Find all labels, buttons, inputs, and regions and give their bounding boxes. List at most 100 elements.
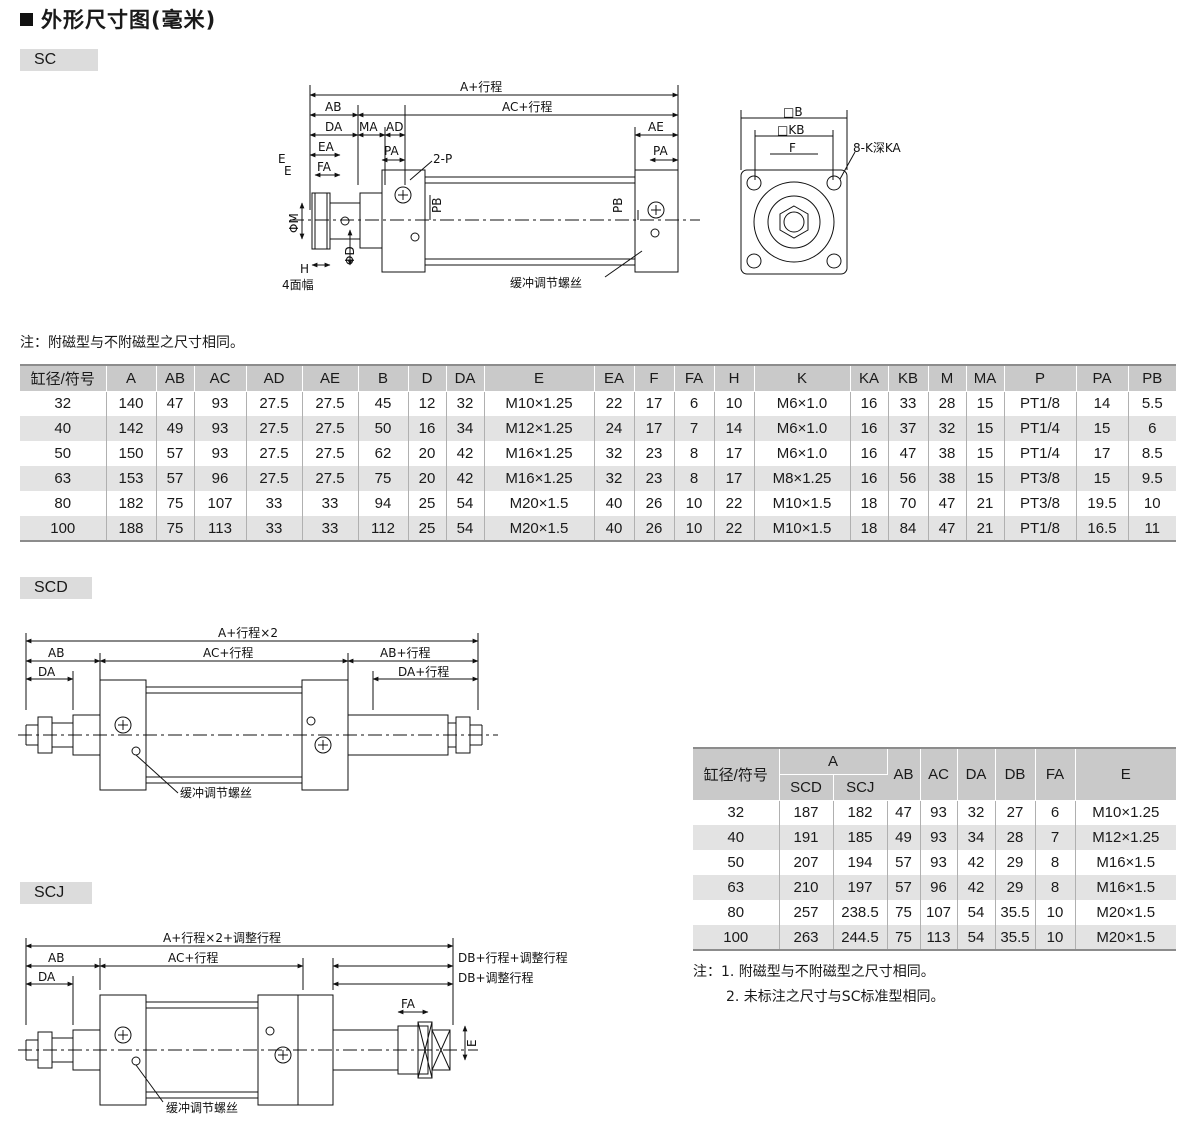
sc-table-cell: 40 <box>20 416 107 441</box>
sc-table-cell: 22 <box>594 391 635 416</box>
sc-table-header-cell: H <box>714 364 755 392</box>
scd-header-e: E <box>1075 747 1177 801</box>
sc-table-cell: 20 <box>408 466 447 491</box>
sc-table-cell: 47 <box>928 516 967 542</box>
sc-table-cell: 188 <box>106 516 157 542</box>
sc-table-cell: 23 <box>634 466 675 491</box>
scd-note-1: 注：1. 附磁型与不附磁型之尺寸相同。 <box>693 964 935 980</box>
sc-table-header-cell: KA <box>850 364 889 392</box>
sc-table-cell: 15 <box>966 441 1005 466</box>
scd-table-cell: 54 <box>957 900 996 925</box>
scd-table-cell: 113 <box>920 925 958 951</box>
sc-table-cell: 34 <box>446 416 485 441</box>
scj-dim-ab: AB <box>48 951 64 965</box>
sc-table-header-cell: AC <box>194 364 247 392</box>
scd-subheader-scd: SCD <box>779 774 834 801</box>
sc-table-cell: 54 <box>446 516 485 542</box>
sc-table-cell: 45 <box>358 391 409 416</box>
sc-table-cell: 70 <box>888 491 929 516</box>
sc-dim-pa: PA <box>384 144 399 158</box>
sc-table-cell: 15 <box>966 416 1005 441</box>
sc-table-cell: M12×1.25 <box>484 416 595 441</box>
sc-table-cell: 49 <box>156 416 195 441</box>
scj-dim-db-stroke-adj: DB+行程+调整行程 <box>458 950 568 965</box>
scd-table-cell: 35.5 <box>995 925 1036 951</box>
sc-table-cell: 17 <box>1076 441 1129 466</box>
scd-table-cell: 40 <box>693 825 780 850</box>
sc-table-header-cell: EA <box>594 364 635 392</box>
sc-end-view-drawing: □B □KB F 8-K深KA <box>740 105 901 275</box>
sc-dim-phi-d: ΦD <box>343 246 357 265</box>
sc-table-cell: 27.5 <box>246 466 303 491</box>
scd-side-view-drawing: A+行程×2 AB AC+行程 AB+行程 DA DA+行程 缓冲调节螺丝 <box>18 625 498 800</box>
sc-table-cell: 27.5 <box>302 416 359 441</box>
sc-dim-pb-right: PB <box>611 198 625 213</box>
sc-table-cell: 10 <box>1143 495 1161 512</box>
sc-table-cell: M10×1.5 <box>754 516 851 542</box>
scd-table-cell: 29 <box>995 875 1036 900</box>
sc-table-cell: 40 <box>594 516 635 542</box>
sc-table-cell: 33 <box>302 516 359 542</box>
scd-table-cell: 238.5 <box>833 900 888 925</box>
sc-table-cell: 16 <box>850 441 889 466</box>
sc-table-cell: 32 <box>594 466 635 491</box>
sc-table-header-cell: AB <box>156 364 195 392</box>
sc-dim-e: E <box>278 152 286 166</box>
sc-table-cell: 142 <box>106 416 157 441</box>
scd-header-ab: AB <box>887 747 921 801</box>
scd-table-cell: 8 <box>1035 850 1076 875</box>
sc-table-header-cell: D <box>408 364 447 392</box>
sc-table-cell: PT1/4 <box>1004 441 1077 466</box>
scd-table-cell: 63 <box>693 875 780 900</box>
sc-table-cell: M6×1.0 <box>754 416 851 441</box>
sc-table-cell: 8.5 <box>1141 445 1163 462</box>
scd-table-cell: 107 <box>920 900 958 925</box>
section-label-scj: SCJ <box>20 882 92 904</box>
scd-table-cell: M20×1.5 <box>1075 925 1177 951</box>
sc-table-cell: 14 <box>714 416 755 441</box>
page-title: 外形尺寸图(毫米) <box>20 4 216 34</box>
scd-table-cell: 207 <box>779 850 834 875</box>
sc-dim-2p: 2-P <box>433 152 452 166</box>
sc-table-cell: 75 <box>156 516 195 542</box>
sc-table-cell: 93 <box>194 416 247 441</box>
sc-table-cell: 62 <box>358 441 409 466</box>
sc-table-cell: 15 <box>1076 416 1129 441</box>
end-view-f: F <box>789 141 796 155</box>
sc-table-cell: PT3/8 <box>1004 491 1077 516</box>
sc-dim-ea: EA <box>318 140 335 154</box>
sc-table-cell: 21 <box>966 491 1005 516</box>
scd-table-cell: M10×1.25 <box>1092 804 1160 822</box>
sc-table-cell: M8×1.25 <box>754 466 851 491</box>
scd-table-cell: 93 <box>920 850 958 875</box>
sc-table-cell: 107 <box>194 491 247 516</box>
sc-dim-four-face: 4面幅 <box>282 277 314 292</box>
sc-table-header-cell: 缸径/符号 <box>20 364 107 392</box>
scd-dim-ab-stroke: AB+行程 <box>380 645 431 660</box>
sc-table-cell: 8 <box>674 466 715 491</box>
sc-dim-ac-stroke: AC+行程 <box>502 99 552 114</box>
sc-side-view-drawing: A+行程 AB AC+行程 DA MA AD AE EA FA PA PA 2-… <box>278 79 700 292</box>
sc-table-cell: 182 <box>106 491 157 516</box>
scd-table-cell: 42 <box>957 875 996 900</box>
sc-table-header-cell: KB <box>888 364 929 392</box>
scj-side-view-drawing: A+行程×2+调整行程 AB AC+行程 DA DB+行程+调整行程 DB+调整… <box>18 930 568 1115</box>
end-view-b: □B <box>783 105 803 119</box>
scd-table-cell: 93 <box>920 800 958 825</box>
sc-table-cell: 6 <box>1128 416 1176 441</box>
sc-dim-ae: AE <box>648 120 664 134</box>
sc-table-cell: M6×1.0 <box>754 441 851 466</box>
sc-dim-e-small: E <box>284 164 292 178</box>
sc-dim-a-stroke: A+行程 <box>460 79 502 94</box>
scd-table-cell: 10 <box>1035 900 1076 925</box>
sc-table-cell: 94 <box>358 491 409 516</box>
scd-table-cell: 210 <box>779 875 834 900</box>
sc-table-cell: 93 <box>194 391 247 416</box>
